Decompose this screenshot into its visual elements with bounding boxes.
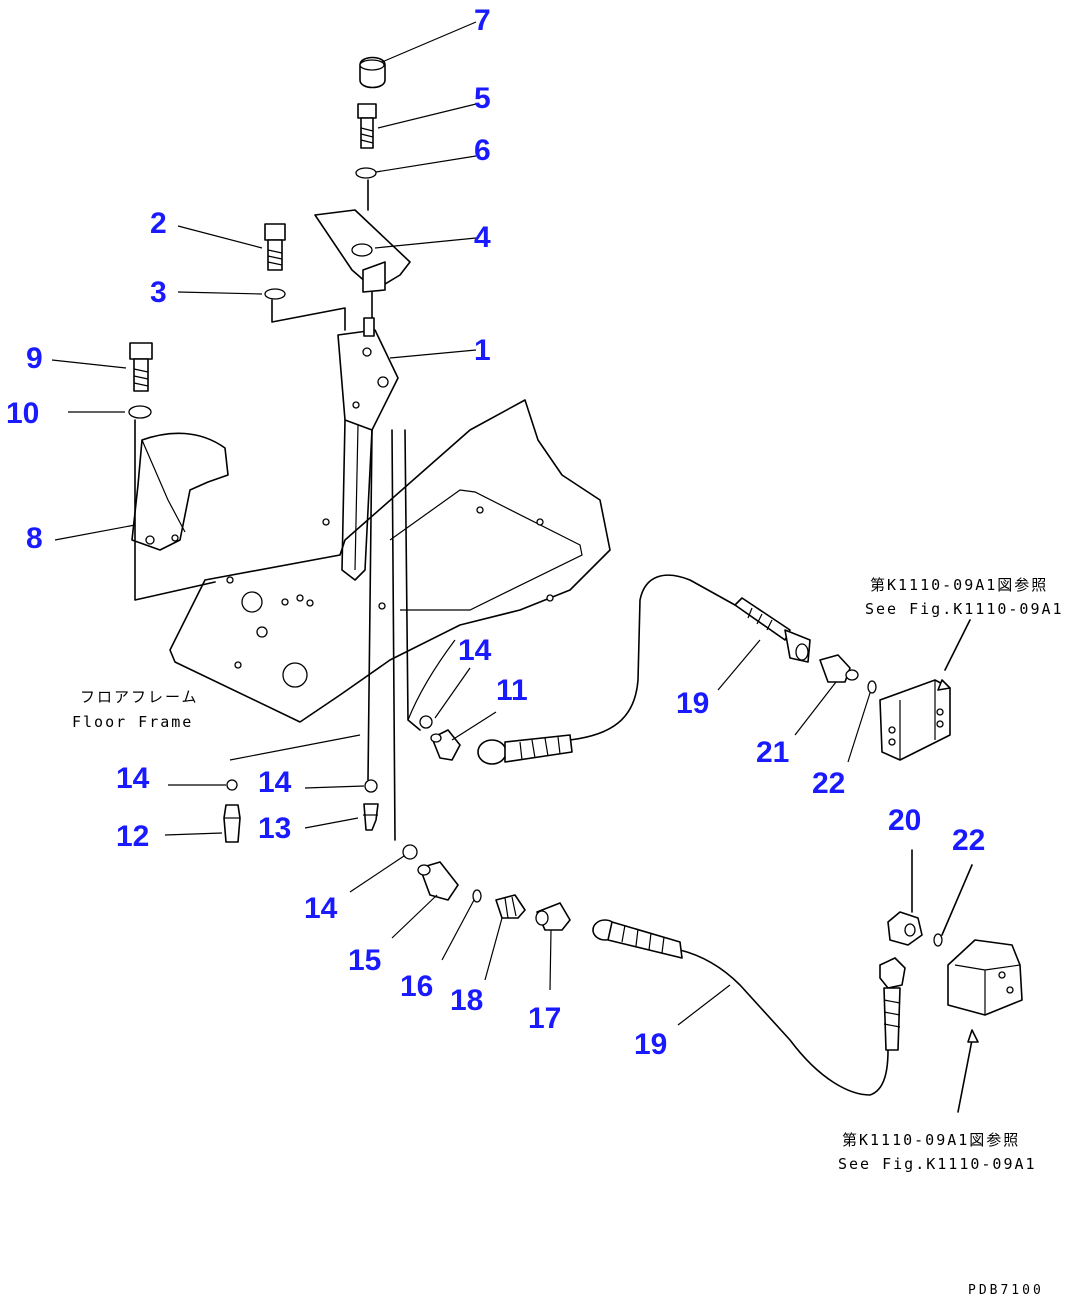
cable-end-upper — [477, 734, 573, 765]
ball-14-lower — [402, 844, 418, 860]
callout-9: 9 — [26, 342, 43, 375]
washer-6 — [355, 167, 377, 179]
callout-19-upper: 19 — [676, 687, 709, 720]
adapter-21 — [819, 654, 859, 683]
reference-bottom-en: See Fig.K1110-09A1 — [838, 1155, 1037, 1173]
callout-14-upper: 14 — [458, 634, 492, 667]
joint-11 — [430, 729, 461, 761]
callout-22-upper: 22 — [812, 767, 845, 800]
ball-14-mid — [364, 779, 378, 793]
bracket-8 — [131, 419, 229, 601]
ball-14-left — [226, 779, 238, 791]
elbow-20 — [887, 849, 923, 946]
callout-3: 3 — [150, 276, 167, 309]
callout-22-lower: 22 — [952, 824, 985, 857]
callout-8: 8 — [26, 522, 43, 555]
washer-10 — [128, 405, 152, 419]
callout-15: 15 — [348, 944, 381, 977]
cable-end-19-top — [734, 597, 811, 663]
callout-6: 6 — [474, 134, 491, 167]
bolt-9 — [129, 342, 153, 392]
pin-12 — [223, 804, 241, 843]
callout-11: 11 — [496, 674, 528, 707]
callout-19-lower: 19 — [634, 1028, 667, 1061]
callout-14-mid: 14 — [258, 766, 292, 799]
callout-10: 10 — [6, 397, 39, 430]
valve-lower — [947, 939, 1023, 1113]
bolt-5 — [357, 103, 377, 149]
reference-top-en: See Fig.K1110-09A1 — [865, 600, 1064, 618]
valve-upper — [879, 619, 971, 761]
annotations: フロアフレーム Floor Frame 第K1110-09A1図参照 See F… — [72, 576, 1064, 1298]
washer-3 — [264, 288, 346, 331]
oring-22-bottom — [933, 864, 973, 947]
reference-bottom-jp: 第K1110-09A1図参照 — [842, 1131, 1020, 1149]
reference-top-jp: 第K1110-09A1図参照 — [870, 576, 1048, 594]
cable-end-19-bottom — [592, 919, 683, 959]
pin-13 — [363, 803, 379, 831]
callout-20: 20 — [888, 804, 921, 837]
drawing-code: PDB7100 — [968, 1283, 1044, 1298]
nut-18 — [495, 894, 526, 919]
callout-18: 18 — [450, 984, 483, 1017]
oring-16 — [472, 889, 482, 903]
ball-14-upper — [419, 715, 433, 729]
callout-12: 12 — [116, 820, 149, 853]
leader-lines — [51, 21, 871, 1026]
callout-17: 17 — [528, 1002, 561, 1035]
callout-2: 2 — [150, 207, 167, 240]
callout-5: 5 — [474, 82, 491, 115]
callout-4: 4 — [474, 221, 491, 254]
hose-fitting-lower — [879, 957, 906, 1051]
callout-16: 16 — [400, 970, 433, 1003]
lever-assembly — [229, 329, 421, 841]
joint-15 — [417, 861, 459, 901]
callout-7: 7 — [474, 4, 491, 37]
cap-part — [359, 56, 386, 89]
oring-22-top — [867, 680, 877, 694]
floor-frame — [169, 399, 611, 723]
callout-13: 13 — [258, 812, 291, 845]
bolt-2 — [264, 223, 286, 271]
floor-frame-label-jp: フロアフレーム — [80, 688, 199, 706]
cable-lower — [679, 949, 889, 1096]
callout-numbers: 7 5 6 4 1 2 3 9 10 8 14 11 14 14 12 13 1… — [6, 4, 985, 1061]
bracket-part — [314, 179, 411, 337]
callout-14-lower: 14 — [304, 892, 338, 925]
callout-21: 21 — [756, 736, 789, 769]
sleeve-17 — [535, 902, 571, 931]
callout-1: 1 — [474, 334, 491, 367]
callout-14-left: 14 — [116, 762, 150, 795]
floor-frame-label-en: Floor Frame — [72, 713, 193, 731]
cable-upper — [407, 574, 736, 741]
